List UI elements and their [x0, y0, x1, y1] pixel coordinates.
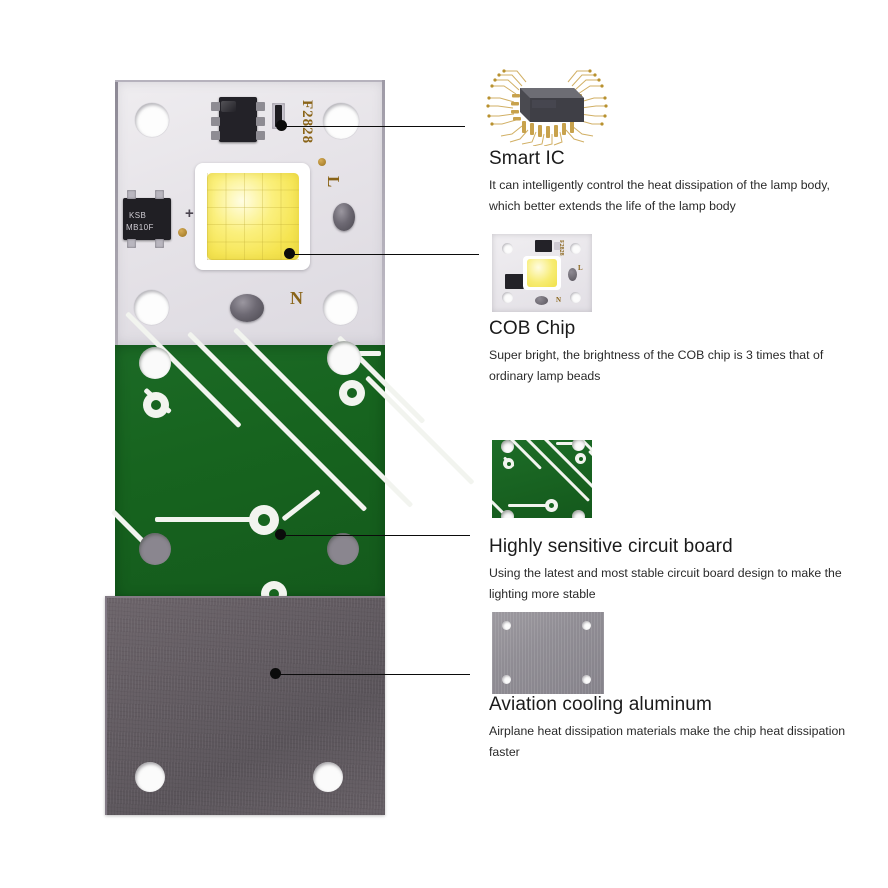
ic-lead [211, 117, 220, 126]
aluminum-plate [105, 596, 385, 815]
callout-title: COB Chip [489, 318, 576, 339]
via-pad [339, 380, 365, 406]
mounting-hole [323, 103, 359, 139]
cob-module-icon: F2828 N L [492, 234, 592, 312]
mounting-hole [139, 533, 171, 565]
leader-line-aluminum [275, 674, 470, 675]
leader-line-circuit-board [280, 535, 470, 536]
mounting-hole [327, 533, 359, 565]
callout-smart-ic: Smart IC It can intelligently control th… [489, 148, 847, 217]
pcb-left-edge [115, 80, 118, 345]
gold-via [318, 158, 326, 166]
callout-body: Super bright, the brightness of the COB … [489, 348, 824, 384]
solder-blob [333, 203, 355, 231]
led-module-photo: F2828 L KSB MB10F + [105, 80, 475, 815]
white-pcb-module: F2828 L KSB MB10F + [115, 80, 385, 345]
callout-aluminum: Aviation cooling aluminum Airplane heat … [489, 694, 847, 763]
mounting-hole [139, 347, 171, 379]
mounting-hole [323, 290, 358, 325]
qfp-chip-icon [486, 69, 608, 147]
leader-line-cob-chip [289, 254, 479, 255]
callout-dot-smart-ic [276, 120, 287, 131]
callout-dot-circuit-board [275, 529, 286, 540]
pcb-trace [365, 375, 475, 486]
ic-lead [211, 131, 220, 140]
mini-solder-blob [535, 296, 548, 305]
rectifier-pin [155, 190, 164, 199]
green-pcb-icon [492, 440, 592, 518]
mini-cob-emitter [523, 256, 561, 290]
mini-rectifier [505, 274, 524, 289]
pcb-trace [281, 489, 321, 522]
solder-blob [230, 294, 264, 322]
rectifier-pin [127, 239, 136, 248]
callout-cob-chip: COB Chip Super bright, the brightness of… [489, 318, 847, 387]
thumbnail-circuit-board [492, 440, 592, 518]
mounting-hole [134, 290, 169, 325]
smart-ic-chip [211, 97, 265, 142]
pcb-trace [155, 517, 263, 522]
callout-dot-cob-chip [284, 248, 295, 259]
rectifier-pin [127, 190, 136, 199]
ic-lead [256, 117, 265, 126]
rectifier-mark-bottom: MB10F [126, 223, 154, 232]
callout-body: Airplane heat dissipation materials make… [489, 724, 846, 760]
mounting-hole [313, 762, 343, 792]
mounting-hole [135, 103, 169, 137]
terminal-label-live: L [324, 176, 343, 188]
callout-title: Smart IC [489, 148, 565, 169]
mounting-hole [135, 762, 165, 792]
mini-ic [535, 240, 552, 252]
bridge-rectifier: KSB MB10F [123, 190, 171, 248]
mini-solder-blob [568, 268, 577, 281]
cob-led-grid [206, 172, 299, 261]
callout-title: Highly sensitive circuit board [489, 536, 733, 557]
aluminum-left-edge [105, 596, 107, 815]
green-circuit-board [111, 311, 475, 607]
callout-body: It can intelligently control the heat di… [489, 178, 830, 214]
silkscreen-part-code: F2828 [299, 100, 315, 145]
callout-body: Using the latest and most stable circuit… [489, 566, 842, 602]
rectifier-pin [155, 239, 164, 248]
polarity-plus-label: + [185, 205, 194, 222]
smd-band [274, 105, 283, 127]
rectifier-mark-top: KSB [129, 211, 147, 220]
mini-smd [554, 242, 561, 250]
pcb-right-edge [382, 80, 385, 345]
thumbnail-smart-ic [486, 64, 608, 147]
cob-phosphor-surface [206, 172, 299, 261]
terminal-label-neutral: N [290, 288, 303, 308]
gold-via [178, 228, 187, 237]
callout-dot-aluminum [270, 668, 281, 679]
mounting-hole [327, 341, 361, 375]
ic-lead [211, 102, 220, 111]
pcb-trace [233, 327, 414, 508]
cob-chip [195, 163, 310, 270]
aluminum-top-edge [105, 596, 385, 598]
via-pad [249, 505, 279, 535]
aluminum-plate-icon [492, 612, 604, 694]
callout-title: Aviation cooling aluminum [489, 694, 712, 715]
ic-lead [256, 102, 265, 111]
leader-line-smart-ic [281, 126, 465, 127]
ic-sheen [221, 100, 237, 113]
thumbnail-cob-chip: F2828 N L [492, 234, 592, 312]
pcb-top-edge [115, 80, 385, 82]
callout-circuit-board: Highly sensitive circuit board Using the… [489, 536, 847, 605]
thumbnail-aluminum [492, 612, 604, 694]
via-pad [143, 392, 169, 418]
ic-lead [256, 131, 265, 140]
